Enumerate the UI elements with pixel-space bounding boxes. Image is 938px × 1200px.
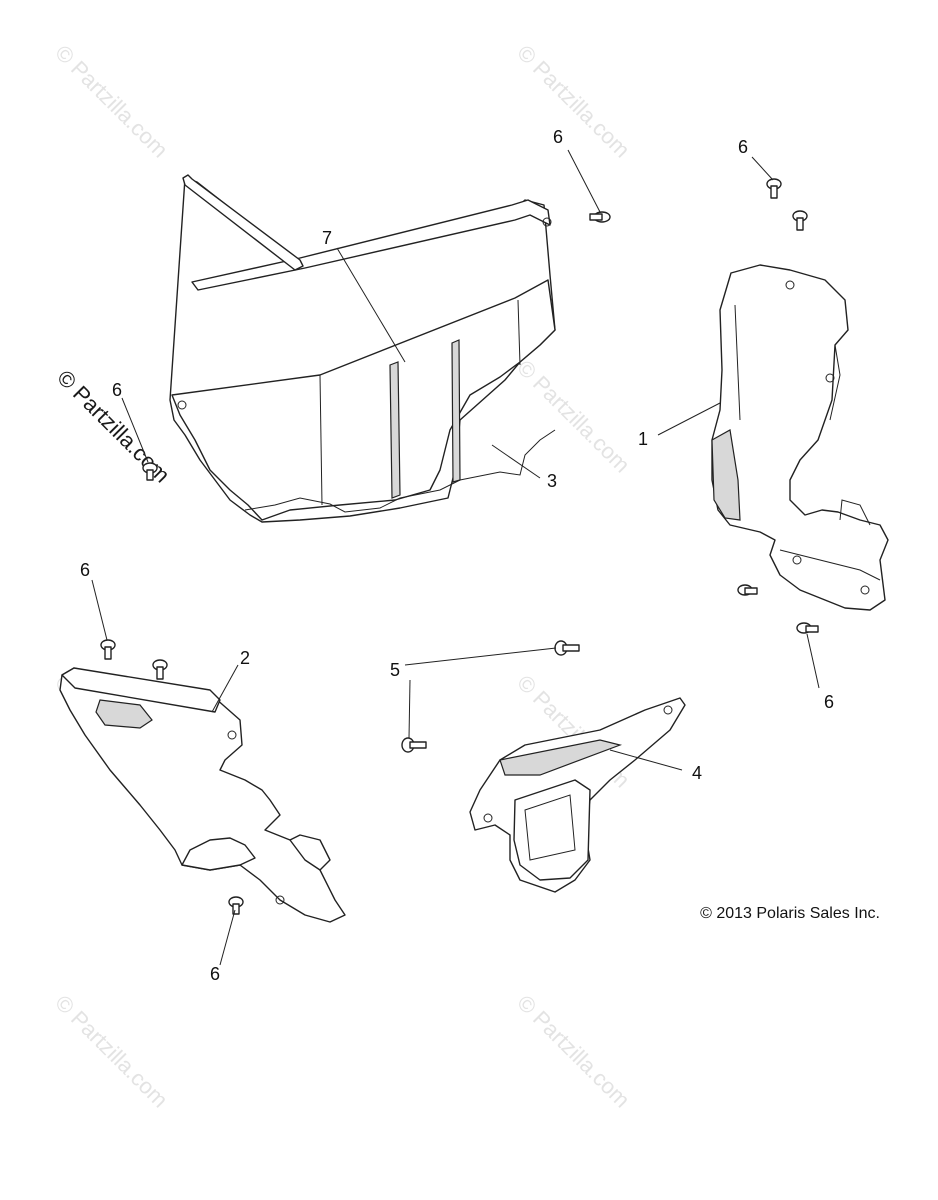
screw-icon (792, 210, 808, 231)
callout-6: 6 (210, 964, 220, 984)
callout-6: 6 (80, 560, 90, 580)
callout-6: 6 (112, 380, 122, 400)
screw-icon (737, 584, 758, 596)
screw-icon (589, 211, 611, 223)
part-left-side-panel (59, 667, 346, 923)
rivet-icon (401, 737, 427, 753)
callout-1: 1 (638, 429, 648, 449)
callout-5: 5 (390, 660, 400, 680)
callout-6: 6 (824, 692, 834, 712)
screw-icon (142, 462, 158, 481)
callout-7: 7 (322, 228, 332, 248)
callout-2: 2 (240, 648, 250, 668)
screw-icon (152, 659, 168, 680)
leader-lines (91, 149, 820, 966)
screw-icon (796, 622, 819, 634)
callout-6: 6 (553, 127, 563, 147)
part-right-side-panel (711, 264, 889, 611)
copyright-text: © 2013 Polaris Sales Inc. (700, 905, 880, 922)
screw-icon (228, 896, 244, 915)
callout-6: 6 (738, 137, 748, 157)
rivet-icon (554, 640, 580, 656)
part-front-panel (169, 174, 556, 523)
screw-icon (100, 639, 116, 660)
fastener-group (100, 178, 819, 915)
part-center-bracket (469, 697, 686, 893)
callout-3: 3 (547, 471, 557, 491)
callout-4: 4 (692, 763, 702, 783)
callout-labels: 6 6 7 6 1 3 6 2 5 6 4 6 (80, 127, 834, 984)
screw-icon (766, 178, 782, 199)
